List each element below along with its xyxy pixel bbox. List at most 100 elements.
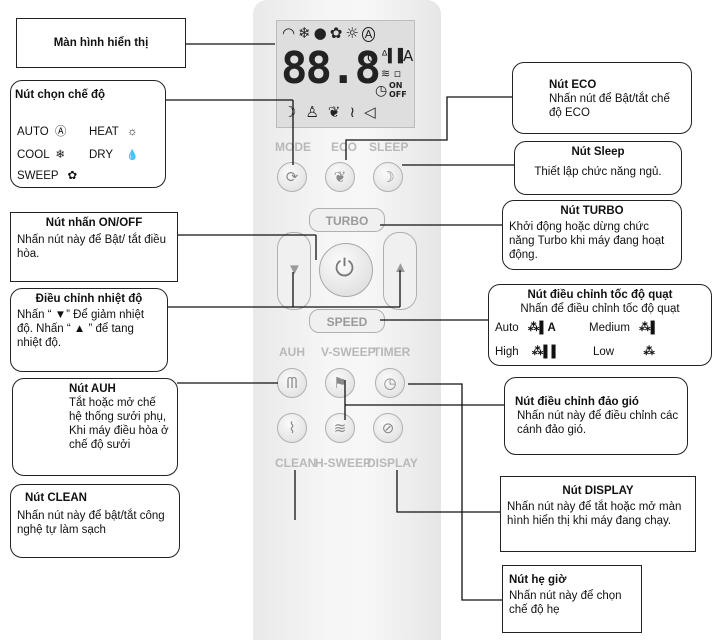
auto-mode-icon: A xyxy=(361,27,376,42)
fan-auto-label: Auto xyxy=(495,322,519,334)
power-icon: ⏻ xyxy=(335,255,354,282)
remote-eco-label: ECO xyxy=(331,140,358,154)
callout-auh-text: Tắt hoặc mở chế hệ thống sưởi phụ, Khi m… xyxy=(69,397,169,451)
remote-clean-label: CLEAN xyxy=(275,456,317,470)
power-button[interactable]: ⏻ xyxy=(319,243,373,297)
fan-medium-item: Medium ⁂▌ xyxy=(589,321,659,335)
lcd-temperature-digits: 88.8 xyxy=(281,43,381,94)
callout-timer-text: Nhấn nút này để chọn chế độ hẹ xyxy=(509,590,622,616)
remote-display-label: DISPLAY xyxy=(367,456,418,470)
mode-button[interactable]: ⟳ xyxy=(277,162,307,192)
heat-mode-icon: ☼ xyxy=(345,24,362,42)
callout-temp-title: Điều chỉnh nhiệt độ xyxy=(35,293,143,305)
callout-turbo: Nút TURBO Khởi động hoặc dừng chức năng … xyxy=(502,200,682,270)
callout-fan-speed: Nút điều chỉnh tốc độ quạt Nhấn để điều … xyxy=(488,284,712,366)
display-off-icon: ⊘ xyxy=(381,420,395,437)
auh-button[interactable]: ᗰ xyxy=(277,368,307,398)
lcd-fan-auto: A xyxy=(403,47,414,65)
mode-auto-item: AUTO Ⓐ xyxy=(17,125,66,139)
fan-auto-icon: ⁂▌A xyxy=(527,322,556,334)
signal-icon: ◠ xyxy=(282,24,299,42)
callout-mode: Nút chọn chế độ AUTO Ⓐ HEAT ☼ COOL ❄ DRY… xyxy=(10,80,166,188)
lcd-fan-speed-icon: ᐞ▍▌ xyxy=(381,49,409,64)
callout-sleep-title: Nút Sleep xyxy=(571,146,625,158)
fan-low-item: Low ⁂ xyxy=(593,345,655,359)
clock-icon: ◷ xyxy=(383,375,397,392)
callout-mode-title: Nút chọn chế độ xyxy=(15,89,106,101)
turbo-label: TURBO xyxy=(325,214,369,228)
mode-auto-label: AUTO xyxy=(17,126,49,138)
fan-mode-icon: ✿ xyxy=(329,24,346,42)
leaf-icon: ❦ xyxy=(333,169,347,186)
callout-swing: Nút điều chỉnh đảo gió Nhấn nút này để đ… xyxy=(504,377,688,455)
callout-temp: Điều chỉnh nhiệt độ Nhấn “ ▼” Để giảm nh… xyxy=(10,288,168,372)
eco-leaf-icon: ❦ xyxy=(327,103,350,121)
auh-person-icon: ♙ xyxy=(305,103,328,121)
dry-mode-icon: ● xyxy=(313,24,330,42)
vsweep-button[interactable]: ⚑ xyxy=(325,368,355,398)
temp-down-button[interactable]: ▼ xyxy=(277,232,311,310)
display-button[interactable]: ⊘ xyxy=(373,413,403,443)
line-display-btn xyxy=(396,470,500,513)
callout-fan-sub: Nhấn để điều chỉnh tốc độ quạt xyxy=(520,303,680,315)
lcd-swing-icon: ≋ ▫ xyxy=(381,67,402,80)
callout-timer: Nút hẹ giờ Nhấn nút này để chọn chế độ h… xyxy=(502,565,642,633)
auto-icon: Ⓐ xyxy=(54,126,67,138)
lcd-on-label: ON xyxy=(389,81,403,90)
horizontal-swing-icon: ≋ xyxy=(333,420,347,437)
line-timer xyxy=(408,383,502,601)
mode-dry-label: DRY xyxy=(89,149,113,161)
callout-eco: Nút ECO Nhấn nút để Bật/tắt chế độ ECO xyxy=(512,62,692,134)
fan-auto-item: Auto ⁂▌A xyxy=(495,321,556,335)
callout-auh-title: Nút AUH xyxy=(69,383,116,395)
callout-display-btn-title: Nút DISPLAY xyxy=(562,485,634,497)
speed-button[interactable]: SPEED xyxy=(309,309,385,333)
eco-button[interactable]: ❦ xyxy=(325,162,355,192)
callout-clean-text: Nhấn nút này để bật/tắt công nghệ tự làm… xyxy=(17,510,165,536)
fan-low-icon: ⁂ xyxy=(643,346,655,358)
mode-sweep-item: SWEEP ✿ xyxy=(17,169,77,183)
mode-cool-label: COOL xyxy=(17,149,50,161)
callout-swing-text: Nhấn nút này để điều chỉnh các cánh đảo … xyxy=(517,410,679,436)
sleep-button[interactable]: ☽ xyxy=(373,162,403,192)
callout-auh: Nút AUH Tắt hoặc mở chế hệ thống sưởi ph… xyxy=(12,378,178,476)
cool-mode-icon: ❄ xyxy=(298,24,314,42)
lcd-celsius-unit: °C xyxy=(361,51,376,65)
moon-icon: ☽ xyxy=(381,169,395,186)
callout-turbo-title: Nút TURBO xyxy=(560,205,624,217)
callout-swing-title: Nút điều chỉnh đảo gió xyxy=(515,396,639,408)
lcd-off-label: OFF xyxy=(389,90,407,99)
callout-fan-title: Nút điều chỉnh tốc độ quạt xyxy=(527,289,673,301)
triangle-down-icon: ▼ xyxy=(287,261,302,278)
remote-auh-label: AUH xyxy=(279,345,305,359)
sun-icon: ☼ xyxy=(126,126,138,138)
callout-clean: Nút CLEAN Nhấn nút này để bật/tắt công n… xyxy=(10,484,180,558)
fan-medium-icon: ⁂▌ xyxy=(639,322,659,334)
fan-high-icon: ⁂▌▌ xyxy=(531,346,560,358)
mode-cycle-icon: ⟳ xyxy=(285,169,299,186)
callout-onoff: Nút nhấn ON/OFF Nhấn nút này để Bật/ tắt… xyxy=(10,212,178,282)
mute-icon: ◁ xyxy=(364,103,385,121)
remote-vsweep-label: V-SWEEP xyxy=(321,345,376,359)
mode-sweep-label: SWEEP xyxy=(17,170,59,182)
heater-coil-icon: ᗰ xyxy=(286,374,298,392)
lcd-screen: ◠❄●✿☼A 88.8 °C ᐞ▍▌ A ≋ ▫ ◷ ON OFF ☽♙❦≀◁ xyxy=(276,20,415,128)
hsweep-button[interactable]: ≋ xyxy=(325,413,355,443)
vertical-swing-icon: ⚑ xyxy=(333,375,347,392)
callout-onoff-title: Nút nhấn ON/OFF xyxy=(45,217,143,229)
mode-heat-label: HEAT xyxy=(89,126,119,138)
clean-button[interactable]: ⌇ xyxy=(277,413,307,443)
remote-hsweep-label: H-SWEEP xyxy=(315,456,372,470)
fan-low-label: Low xyxy=(593,346,615,358)
speed-label: SPEED xyxy=(326,315,368,329)
callout-eco-text: Nhấn nút để Bật/tắt chế độ ECO xyxy=(549,93,670,119)
fan-medium-label: Medium xyxy=(589,322,630,334)
timer-button[interactable]: ◷ xyxy=(375,368,405,398)
triangle-up-icon: ▲ xyxy=(393,259,408,276)
turbo-button[interactable]: TURBO xyxy=(309,208,385,232)
callout-clean-title: Nút CLEAN xyxy=(25,492,87,504)
lcd-top-icons-row: ◠❄●✿☼A xyxy=(282,24,376,42)
snowflake-icon: ❄ xyxy=(55,149,66,161)
water-drop-icon: 💧 xyxy=(126,150,139,161)
